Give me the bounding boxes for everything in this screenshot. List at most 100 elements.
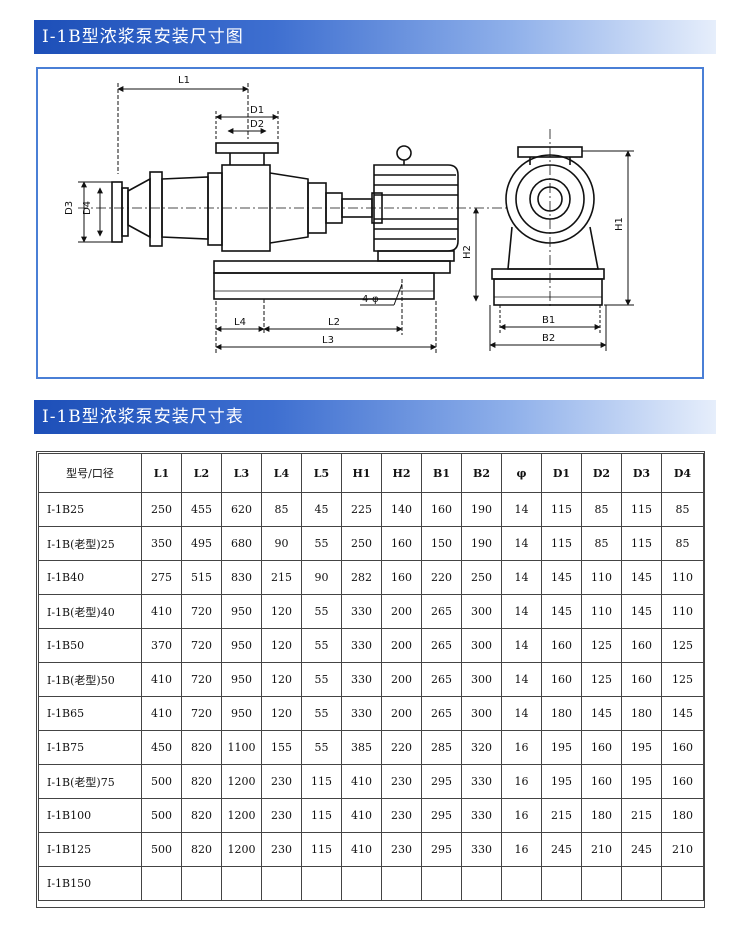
value-cell: 160 <box>421 492 462 527</box>
value-cell: 145 <box>661 696 704 731</box>
value-cell: 385 <box>341 730 382 765</box>
value-cell: 160 <box>661 730 704 765</box>
value-cell: 410 <box>141 594 182 629</box>
value-cell: 300 <box>461 696 502 731</box>
value-cell <box>181 866 222 901</box>
value-cell: 1200 <box>221 798 262 833</box>
value-cell: 155 <box>261 730 302 765</box>
model-cell: I-1B25 <box>38 492 142 527</box>
value-cell: 115 <box>301 832 342 867</box>
model-cell: I-1B125 <box>38 832 142 867</box>
value-cell: 1200 <box>221 764 262 799</box>
value-cell: 14 <box>501 594 542 629</box>
value-cell: 200 <box>381 594 422 629</box>
value-cell: 265 <box>421 662 462 697</box>
header-l4: L4 <box>261 453 302 493</box>
label-l4: L4 <box>234 317 246 328</box>
value-cell: 115 <box>301 798 342 833</box>
header-d3: D3 <box>621 453 662 493</box>
value-cell: 160 <box>621 628 662 663</box>
value-cell: 125 <box>661 628 704 663</box>
value-cell: 330 <box>461 764 502 799</box>
value-cell: 410 <box>141 696 182 731</box>
value-cell: 295 <box>421 798 462 833</box>
value-cell: 85 <box>581 526 622 561</box>
value-cell: 225 <box>341 492 382 527</box>
value-cell: 720 <box>181 594 222 629</box>
value-cell: 120 <box>261 662 302 697</box>
value-cell: 160 <box>621 662 662 697</box>
table-section-title: I-1B型浓浆泵安装尺寸表 <box>34 400 716 434</box>
value-cell: 282 <box>341 560 382 595</box>
value-cell: 220 <box>421 560 462 595</box>
value-cell: 230 <box>381 798 422 833</box>
value-cell: 820 <box>181 832 222 867</box>
header-b2: B2 <box>461 453 502 493</box>
header-phi: φ <box>501 453 542 493</box>
value-cell: 115 <box>621 526 662 561</box>
dimension-table: 型号/口径 L1 L2 L3 L4 L5 H1 H2 B1 B2 φ D1 D2… <box>38 453 704 901</box>
value-cell <box>261 866 302 901</box>
value-cell: 14 <box>501 560 542 595</box>
value-cell: 14 <box>501 492 542 527</box>
value-cell: 230 <box>261 764 302 799</box>
value-cell: 820 <box>181 798 222 833</box>
value-cell: 500 <box>141 832 182 867</box>
model-cell: I-1B(老型)40 <box>38 594 142 629</box>
value-cell: 190 <box>461 526 502 561</box>
value-cell: 500 <box>141 764 182 799</box>
value-cell <box>621 866 662 901</box>
label-h2: H2 <box>462 245 473 259</box>
value-cell: 210 <box>661 832 704 867</box>
value-cell: 110 <box>581 560 622 595</box>
label-l2: L2 <box>328 317 340 328</box>
value-cell: 90 <box>261 526 302 561</box>
pump-dimension-diagram: L1 D1 D2 D3 D4 H2 H1 L4 L2 L3 4-φ B1 B2 <box>64 75 634 355</box>
value-cell: 245 <box>541 832 582 867</box>
value-cell: 720 <box>181 696 222 731</box>
label-d2: D2 <box>250 119 264 130</box>
value-cell: 120 <box>261 594 302 629</box>
value-cell: 295 <box>421 764 462 799</box>
value-cell: 230 <box>381 764 422 799</box>
value-cell: 950 <box>221 628 262 663</box>
value-cell: 495 <box>181 526 222 561</box>
label-b2: B2 <box>542 333 555 344</box>
value-cell <box>341 866 382 901</box>
model-cell: I-1B50 <box>38 628 142 663</box>
value-cell: 1200 <box>221 832 262 867</box>
value-cell: 85 <box>661 492 704 527</box>
value-cell: 830 <box>221 560 262 595</box>
value-cell: 330 <box>341 628 382 663</box>
value-cell: 125 <box>581 662 622 697</box>
value-cell <box>461 866 502 901</box>
value-cell: 410 <box>341 798 382 833</box>
header-h2: H2 <box>381 453 422 493</box>
model-cell: I-1B40 <box>38 560 142 595</box>
value-cell: 145 <box>541 560 582 595</box>
value-cell: 145 <box>541 594 582 629</box>
value-cell: 115 <box>301 764 342 799</box>
value-cell: 120 <box>261 696 302 731</box>
drawing-section-title: I-1B型浓浆泵安装尺寸图 <box>34 20 716 54</box>
value-cell: 110 <box>581 594 622 629</box>
value-cell: 515 <box>181 560 222 595</box>
label-4-phi: 4-φ <box>362 294 379 305</box>
value-cell: 500 <box>141 798 182 833</box>
model-cell: I-1B(老型)50 <box>38 662 142 697</box>
value-cell: 85 <box>261 492 302 527</box>
label-l1: L1 <box>178 75 190 86</box>
value-cell: 125 <box>581 628 622 663</box>
value-cell: 215 <box>541 798 582 833</box>
value-cell: 160 <box>541 628 582 663</box>
model-cell: I-1B(老型)75 <box>38 764 142 799</box>
value-cell: 250 <box>341 526 382 561</box>
value-cell: 110 <box>661 560 704 595</box>
value-cell: 55 <box>301 628 342 663</box>
